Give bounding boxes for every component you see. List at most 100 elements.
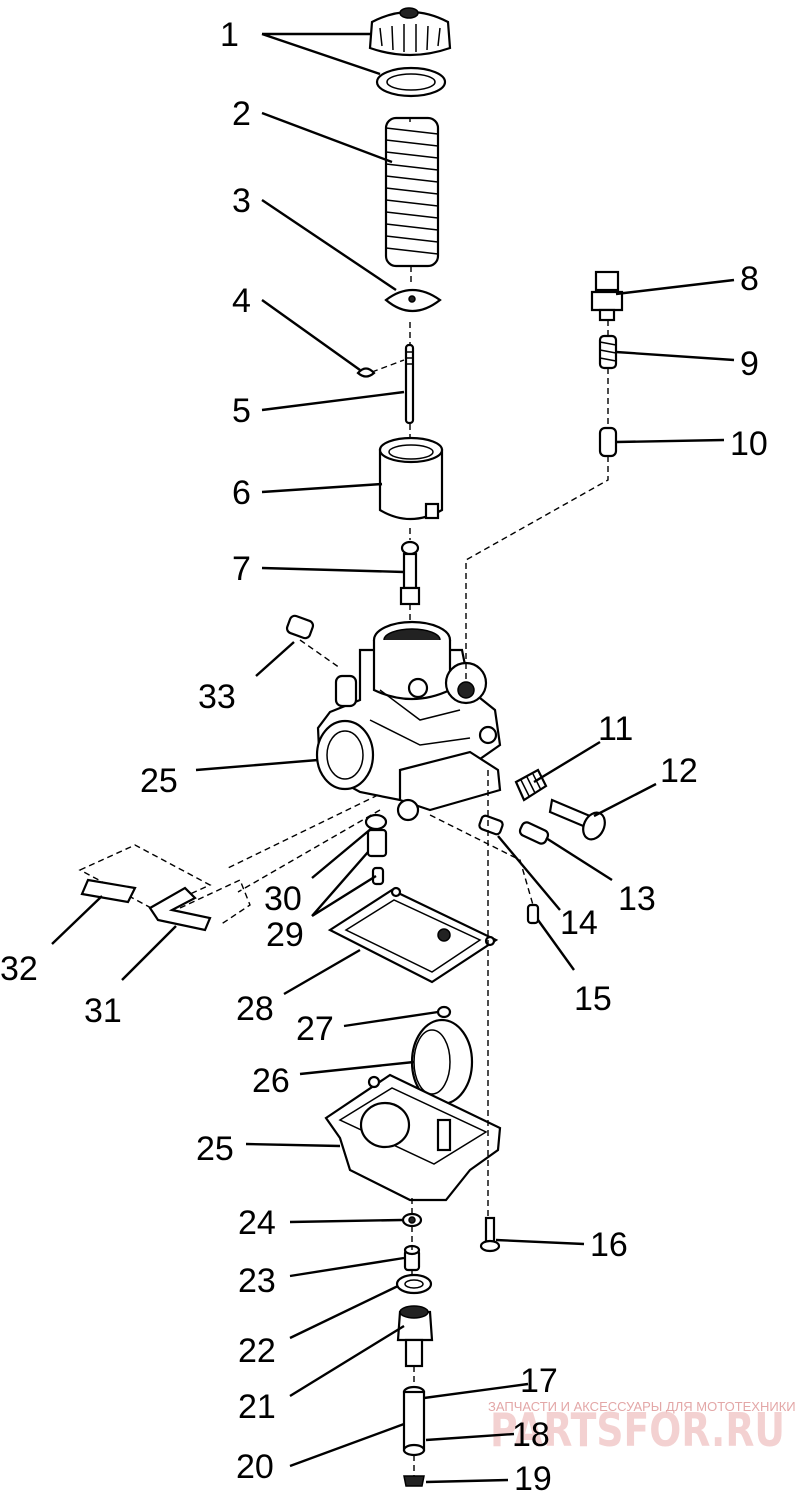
callout-5: 5 xyxy=(232,392,251,430)
leader-1 xyxy=(261,32,381,76)
callout-32: 32 xyxy=(0,950,38,988)
callout-13: 13 xyxy=(618,880,656,918)
callout-17: 17 xyxy=(520,1362,558,1400)
leader-lines xyxy=(51,32,735,1484)
part-pilot-spring xyxy=(478,814,504,836)
callout-22: 22 xyxy=(238,1332,276,1370)
leader-33 xyxy=(255,641,295,677)
callout-24: 24 xyxy=(238,1204,276,1242)
leader-26 xyxy=(299,1060,415,1076)
watermark-tagline: ЗАПЧАСТИ И АКСЕССУАРЫ ДЛЯ МОТОТЕХНИКИ xyxy=(488,1399,796,1414)
callout-12: 12 xyxy=(660,752,698,790)
leader-9 xyxy=(615,350,735,362)
callout-31: 31 xyxy=(84,992,122,1030)
leader-17 xyxy=(423,1382,529,1400)
callout-23: 23 xyxy=(238,1262,276,1300)
assembly-lines xyxy=(227,118,609,1476)
part-adjuster-spring xyxy=(598,334,618,370)
leader-29 xyxy=(311,851,377,918)
part-retainer-plate xyxy=(384,288,442,312)
leader-11 xyxy=(533,740,601,784)
part-plug xyxy=(285,614,315,640)
part-carburetor-body xyxy=(315,620,502,822)
part-idle-screw xyxy=(548,798,606,841)
callout-21: 21 xyxy=(238,1388,276,1426)
leader-12 xyxy=(593,782,657,818)
callout-7: 7 xyxy=(232,550,251,588)
part-bowl-screw xyxy=(479,1216,501,1253)
part-drain-tube xyxy=(402,1385,426,1457)
part-main-jet-holder xyxy=(364,813,388,886)
watermark: ЗАПЧАСТИ И АКСЕССУАРЫ ДЛЯ МОТОТЕХНИКИ PA… xyxy=(488,1399,796,1457)
callout-11: 11 xyxy=(598,710,633,748)
leader-14 xyxy=(497,835,561,911)
callout-25-bottom: 25 xyxy=(196,1130,234,1168)
part-washer xyxy=(375,66,447,98)
callout-33: 33 xyxy=(198,678,236,716)
leader-31 xyxy=(121,925,177,981)
part-drain-plug xyxy=(396,1305,434,1368)
leader-22 xyxy=(289,1284,399,1340)
leader-32 xyxy=(51,895,103,945)
part-end-cap xyxy=(403,1475,425,1487)
callout-18: 18 xyxy=(512,1416,550,1454)
part-small-jet xyxy=(526,903,540,925)
callout-29: 29 xyxy=(266,916,304,954)
leader-19 xyxy=(425,1478,509,1484)
leader-10 xyxy=(615,438,725,444)
part-adjuster-plunger xyxy=(598,426,618,458)
callout-19: 19 xyxy=(514,1460,552,1494)
leader-13 xyxy=(545,836,613,882)
callout-4: 4 xyxy=(232,282,251,320)
leader-24 xyxy=(289,1218,403,1224)
callout-27: 27 xyxy=(296,1010,334,1048)
leader-8 xyxy=(615,278,735,296)
part-pilot-screw xyxy=(518,821,550,845)
leader-27 xyxy=(343,1010,439,1028)
part-adjuster-cap xyxy=(590,270,624,322)
watermark-logo: PARTSFOR.RU xyxy=(490,1403,785,1457)
leader-6 xyxy=(261,482,383,494)
leader-3 xyxy=(261,199,397,291)
leader-21 xyxy=(289,1324,405,1398)
leader-15 xyxy=(537,919,575,971)
leader-28 xyxy=(283,948,361,996)
callout-26: 26 xyxy=(252,1062,290,1100)
callout-20: 20 xyxy=(236,1448,274,1486)
part-o-ring xyxy=(401,1212,423,1228)
callout-30: 30 xyxy=(264,880,302,918)
callout-3: 3 xyxy=(232,182,251,220)
leader-18 xyxy=(425,1432,515,1442)
parts-layer xyxy=(78,7,624,1487)
part-gasket xyxy=(327,886,499,984)
leader-25-top xyxy=(195,758,319,772)
part-float-pin xyxy=(436,1005,452,1019)
leader-7 xyxy=(261,566,405,574)
callout-labels: 1 2 3 4 5 6 7 8 9 10 11 12 13 14 15 16 1… xyxy=(0,16,768,1494)
callout-16: 16 xyxy=(590,1226,628,1264)
part-bracket xyxy=(78,844,251,932)
leader-4 xyxy=(261,299,361,371)
part-throttle-slide xyxy=(378,436,444,520)
part-cap xyxy=(368,7,452,57)
part-washer-small xyxy=(395,1273,433,1295)
callout-10: 10 xyxy=(730,425,768,463)
part-idle-spring xyxy=(514,768,548,802)
callout-1: 1 xyxy=(220,16,239,54)
callout-28: 28 xyxy=(236,990,274,1028)
callout-15: 15 xyxy=(574,980,612,1018)
leader-23 xyxy=(289,1256,405,1278)
leader-25-bottom xyxy=(245,1142,341,1148)
part-float-bowl xyxy=(324,1073,502,1202)
callout-14: 14 xyxy=(560,904,598,942)
leader-20 xyxy=(289,1422,405,1468)
leader-30 xyxy=(311,827,373,879)
callout-8: 8 xyxy=(740,260,759,298)
callout-2: 2 xyxy=(232,95,251,133)
callout-25-top: 25 xyxy=(140,762,178,800)
leader-2 xyxy=(261,111,393,164)
callout-6: 6 xyxy=(232,474,251,512)
leader-5 xyxy=(261,390,405,412)
part-spring xyxy=(384,116,440,268)
